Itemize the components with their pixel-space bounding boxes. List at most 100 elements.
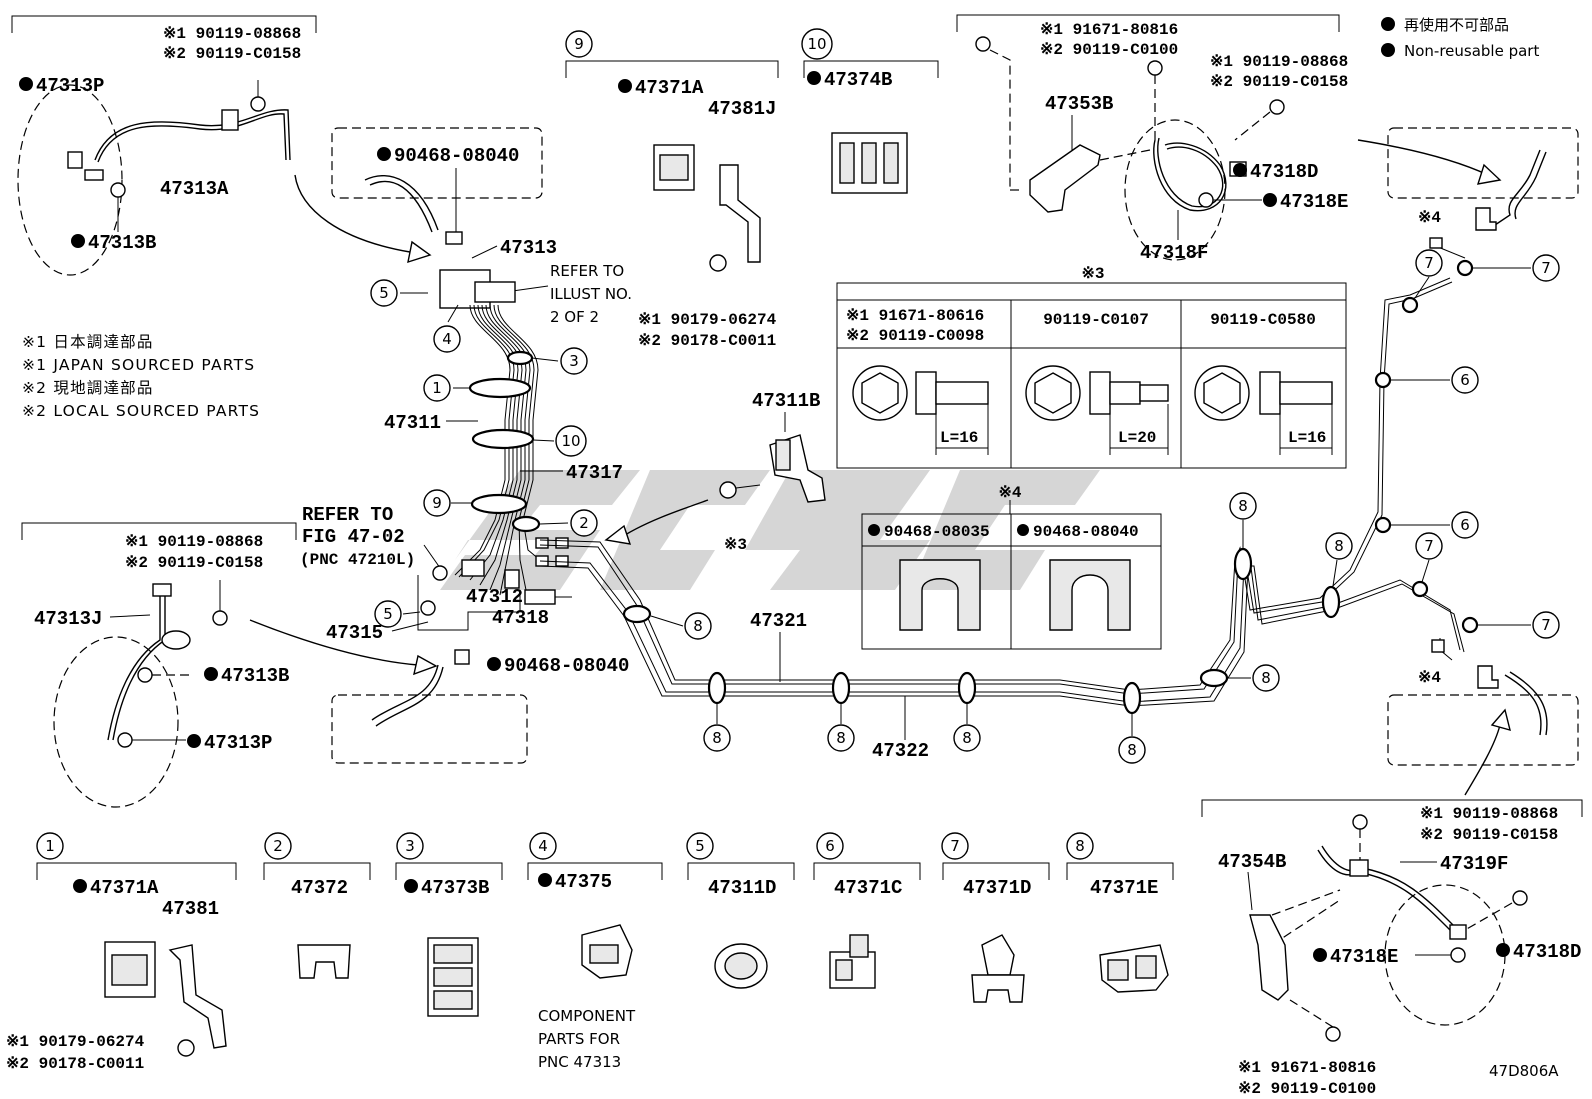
bracket-icon: [719, 164, 761, 263]
label-47381: 47381: [162, 898, 219, 920]
bolt-icon: [975, 36, 991, 52]
label-47371C: 47371C: [834, 877, 902, 899]
bolt-head-icon: [1025, 365, 1169, 455]
non-reusable-dot-icon: [377, 147, 391, 161]
clip-icon: [971, 974, 1025, 1003]
label-bolt-note-1: ※1 90119-08868: [163, 25, 301, 43]
bolt-length-3: L=16: [1288, 429, 1326, 447]
svg-text:7: 7: [1541, 259, 1551, 277]
table-title: ※4: [998, 484, 1021, 502]
label-47313: 47313: [500, 237, 557, 259]
non-reusable-dot-icon: [538, 873, 552, 887]
label-47317: 47317: [566, 462, 623, 484]
bolt-icon: [1512, 890, 1528, 906]
non-reusable-dot-icon: [1017, 524, 1029, 536]
label-47322: 47322: [872, 740, 929, 762]
svg-text:8: 8: [1238, 497, 1248, 515]
svg-text:10: 10: [807, 35, 826, 53]
svg-text:5: 5: [383, 605, 393, 623]
label-47315: 47315: [326, 622, 383, 644]
refer-illust-line1: REFER TO: [550, 262, 624, 280]
label-bolt-note-1: ※1 90119-08868: [1420, 805, 1558, 823]
label-47321: 47321: [750, 610, 807, 632]
non-reusable-dot-icon: [868, 524, 880, 536]
group-10-detail: 10 47374B: [801, 28, 939, 194]
part-index-3: 3 47373B: [395, 832, 503, 1017]
brake-hose-fitting-icon: [524, 589, 556, 605]
mid-left-sensor-group: ※1 90119-08868 ※2 90119-C0158 47313J 473…: [21, 522, 438, 808]
label-47371A: 47371A: [90, 877, 159, 899]
svg-text:9: 9: [432, 494, 442, 512]
svg-text:10: 10: [561, 432, 580, 450]
svg-text:7: 7: [1424, 537, 1434, 555]
label-47318D: 47318D: [1250, 161, 1318, 183]
label-47319F: 47319F: [1440, 853, 1508, 875]
connector-icon: [1449, 924, 1467, 940]
refer-fig-line3: (PNC 47210L): [300, 551, 415, 569]
svg-text:9: 9: [574, 35, 584, 53]
non-reusable-dot-icon: [204, 667, 218, 681]
clip-icon: [1349, 859, 1369, 877]
refer-fig-line2: FIG 47-02: [302, 526, 405, 548]
bolt-icon: [1147, 60, 1163, 76]
non-reusable-dot-icon: [187, 734, 201, 748]
label-bolt-note-1: ※1 91671-80816: [1040, 21, 1178, 39]
nut-icon: [177, 1039, 195, 1057]
sensor-bracket-icon: [84, 169, 104, 181]
fitting-icon: [535, 537, 549, 549]
label-47371E: 47371E: [1090, 877, 1158, 899]
label-47313A: 47313A: [160, 178, 229, 200]
grommet-icon: [161, 630, 191, 650]
group-9-detail: 9 47371A 47381J ※1 90179-06274 ※2 90178-…: [565, 30, 779, 350]
clip-icon: [445, 231, 463, 245]
svg-text:6: 6: [1460, 371, 1470, 389]
clip-detail-right-top: ※4: [1357, 127, 1579, 231]
svg-text:4: 4: [442, 330, 452, 348]
bolt-icon: [719, 481, 737, 499]
legend-jp: 再使用不可部品: [1404, 16, 1509, 34]
clip-detail-bottom: 90468-08040: [331, 649, 629, 764]
part-index-8: 8 47371E: [1066, 832, 1174, 993]
top-right-sensor-group: ※1 91671-80816 ※2 90119-C0100 ※1 90119-0…: [956, 14, 1348, 264]
non-reusable-dot-icon: [807, 71, 821, 85]
clip-col2: 90468-08040: [1033, 523, 1139, 541]
label-90468-08040-bottom: 90468-08040: [504, 655, 629, 677]
clip-detail-right-bottom: ※4: [1387, 665, 1579, 796]
label-bolt-note-2: ※2 90119-C0158: [163, 45, 301, 63]
part-index-4: 4 47375 COMPONENT PARTS FOR PNC 47313: [527, 832, 663, 1071]
top-left-sensor-group: ※1 90119-08868 ※2 90119-C0158 47313P 473…: [11, 15, 432, 276]
part-index-1: 1 47371A 47381 ※1 90179-06274 ※2 90178-C…: [6, 832, 237, 1073]
svg-text:5: 5: [695, 837, 705, 855]
label-47313P: 47313P: [36, 75, 104, 97]
non-reusable-dot-icon: [1233, 163, 1247, 177]
clip-col1: 90468-08035: [884, 523, 990, 541]
refer-illust-line2: ILLUST NO.: [550, 285, 632, 303]
diagram-callouts: 5 4 3 1 10 9 2 5 8 8 8 8 8 8 8 8 6 6 7 7…: [370, 249, 1560, 764]
svg-text:3: 3: [405, 837, 415, 855]
note-2-en: ※2 LOCAL SOURCED PARTS: [22, 402, 260, 420]
non-reusable-dot-icon: [404, 879, 418, 893]
label-47372: 47372: [291, 877, 348, 899]
svg-text:5: 5: [379, 284, 389, 302]
svg-text:2: 2: [273, 837, 283, 855]
label-note-1: ※1 90179-06274: [6, 1033, 145, 1051]
table-col1-line2: ※2 90119-C0098: [846, 327, 984, 345]
label-47318E: 47318E: [1330, 946, 1398, 968]
label-note-2: ※2 90178-C0011: [638, 332, 776, 350]
part-index-2: 2 47372: [263, 832, 371, 979]
junction-block-icon: [461, 559, 485, 577]
table-col2: 90119-C0107: [1043, 311, 1149, 329]
bracket-flange-icon: [474, 281, 516, 303]
bolt-length-2: L=20: [1118, 429, 1156, 447]
label-47371A: 47371A: [635, 77, 704, 99]
clip-detail-top: 90468-08040: [331, 127, 543, 245]
label-bolt-note-4: ※2 90119-C0100: [1238, 1080, 1376, 1098]
svg-text:3: 3: [569, 352, 579, 370]
svg-text:8: 8: [1261, 669, 1271, 687]
non-reusable-dot-icon: [1381, 17, 1395, 31]
bolt-spec-table: ※3 ※1 91671-80616 ※2 90119-C0098 90119-C…: [836, 265, 1347, 469]
bolt-icon: [250, 96, 266, 112]
svg-text:8: 8: [836, 729, 846, 747]
svg-text:6: 6: [825, 837, 835, 855]
